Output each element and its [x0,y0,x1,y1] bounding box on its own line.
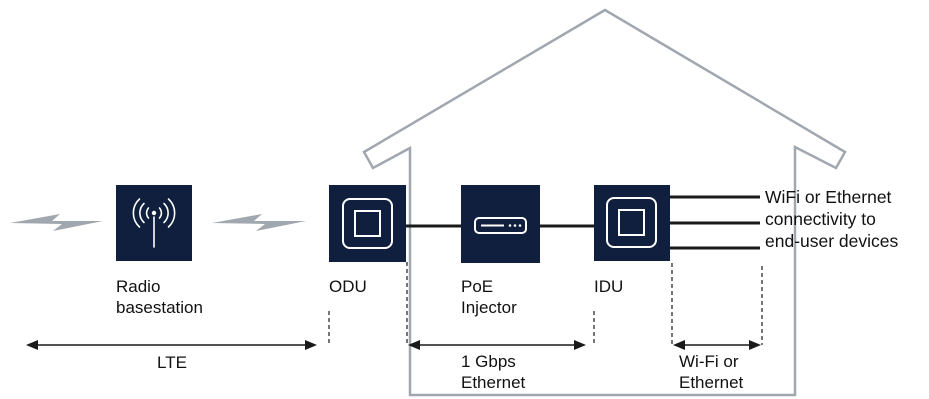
radio-label-line-1: Radio [116,277,161,296]
poe-label-line-2: Injector [461,298,517,317]
radio-tower-icon [132,198,176,248]
square-unit-icon [342,198,393,249]
ethernet-span-arrow [408,340,586,350]
square-unit-icon [606,197,657,248]
wireless-link-icon [212,214,306,231]
radio-basestation-label: Radio basestation [116,276,203,318]
connectivity-line-3: end-user devices [765,231,899,251]
ethernet-label-line-1: 1 Gbps [461,352,516,371]
wifi-label-line-1: Wi-Fi or [679,352,739,371]
connectivity-line-1: WiFi or Ethernet [765,187,892,207]
poe-injector-device [461,185,540,263]
connectivity-label: WiFi or Ethernet connectivity to end-use… [765,186,898,252]
lte-span-arrow [26,340,317,350]
injector-icon [474,217,527,234]
connectivity-line-2: connectivity to [765,209,876,229]
ethernet-label: 1 Gbps Ethernet [461,351,525,393]
radio-basestation-device [116,185,192,261]
idu-label: IDU [594,277,624,296]
wifi-label-line-2: Ethernet [679,373,744,392]
wireless-link-icon [10,214,103,231]
radio-label-line-2: basestation [116,298,203,317]
idu-device [594,185,670,261]
lte-label: LTE [157,353,187,372]
poe-injector-label: PoE Injector [461,276,517,318]
wifi-label: Wi-Fi or Ethernet [679,351,743,393]
poe-label-line-1: PoE [461,277,494,296]
odu-label: ODU [329,277,367,296]
ethernet-label-line-2: Ethernet [461,373,526,392]
house-outline [362,8,847,397]
odu-device [329,185,406,262]
wifi-span-arrow [673,340,761,350]
